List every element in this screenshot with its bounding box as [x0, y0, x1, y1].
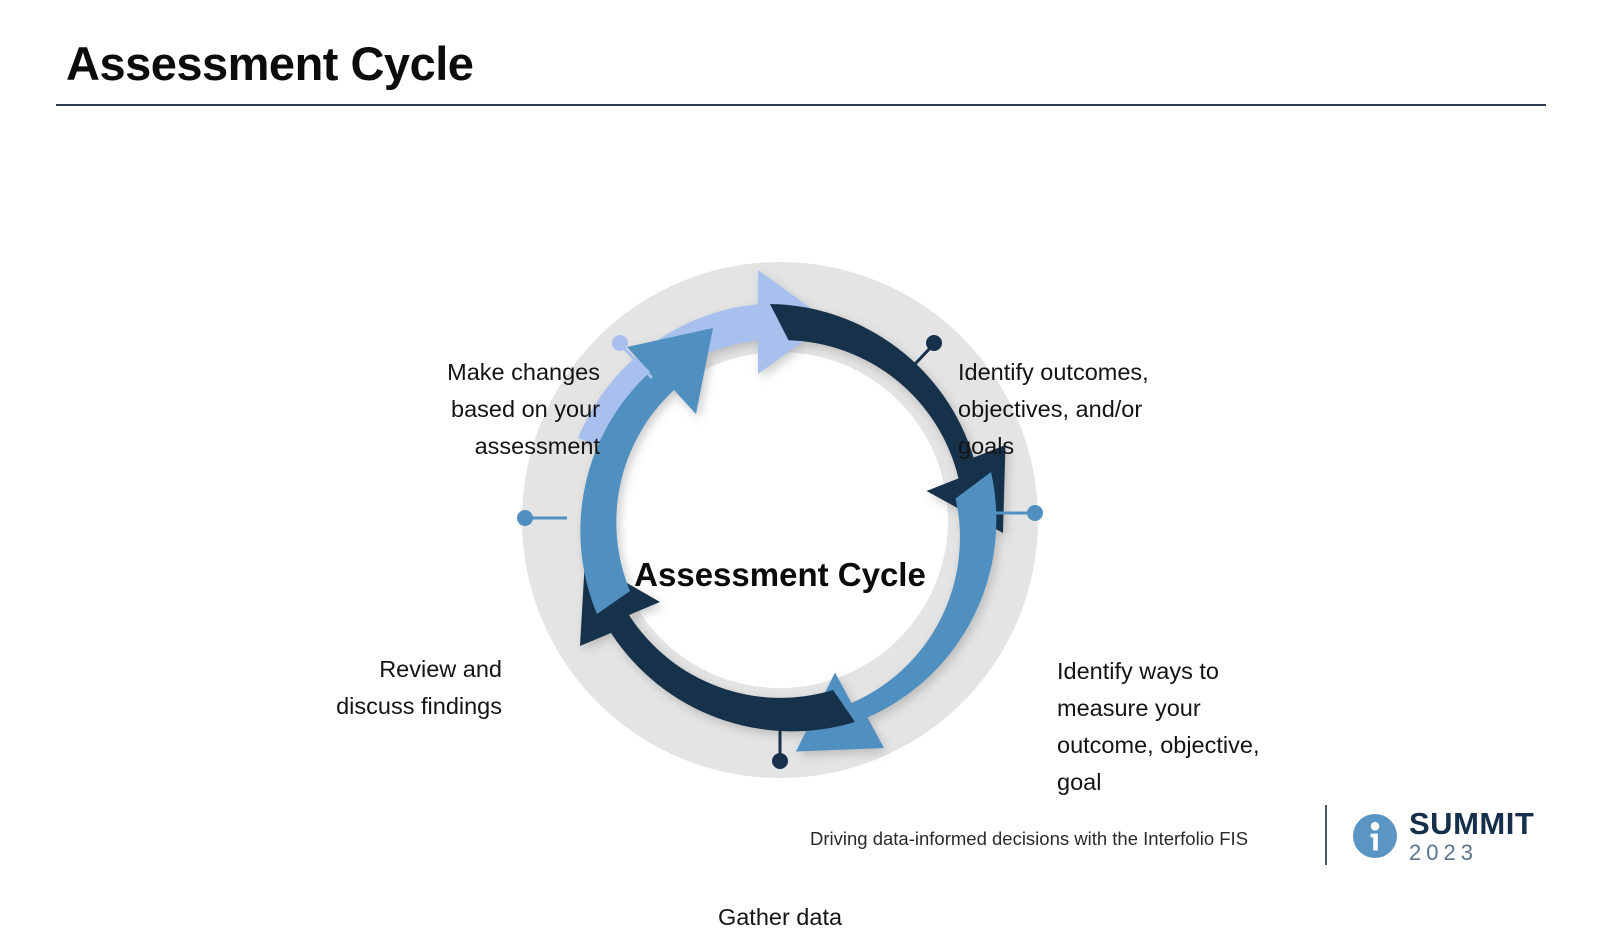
cycle-label-identify-outcomes: Identify outcomes, objectives, and/or go… — [958, 359, 1149, 460]
cycle-center-label: Assessment Cycle — [634, 556, 926, 593]
cycle-label-make-changes: Make changes based on your assessment — [447, 359, 600, 460]
arrow-review-discuss — [580, 328, 713, 614]
assessment-cycle-diagram: Assessment Cycle Make changes based on y… — [0, 130, 1600, 930]
title-divider — [56, 104, 1546, 106]
cycle-label-gather-data: Gather data — [717, 904, 843, 930]
cycle-label-review-discuss: Review and discuss findings — [336, 656, 502, 720]
summit-logo: SUMMIT 2023 — [1352, 808, 1534, 864]
ring-inner-fill — [612, 352, 948, 688]
arrow-gather-data — [580, 559, 855, 732]
connector-identify-outcomes — [898, 335, 942, 382]
info-circle-icon — [1353, 814, 1397, 858]
summit-word: SUMMIT — [1409, 806, 1535, 841]
connector-make-changes — [612, 335, 654, 380]
cycle-label-identify-ways: Identify ways to measure your outcome, o… — [1057, 658, 1260, 796]
footer-tagline: Driving data-informed decisions with the… — [810, 828, 1249, 849]
summit-wordmark: SUMMIT 2023 — [1409, 808, 1534, 864]
page-title: Assessment Cycle — [66, 37, 474, 90]
connector-gather-data — [772, 718, 788, 769]
connector-review-discuss — [517, 510, 567, 526]
cycle-ring-graphic — [517, 262, 1043, 778]
footer-divider — [1325, 805, 1327, 865]
arrow-make-changes — [578, 270, 830, 449]
summit-year: 2023 — [1409, 840, 1478, 865]
connector-identify-ways — [994, 505, 1043, 521]
